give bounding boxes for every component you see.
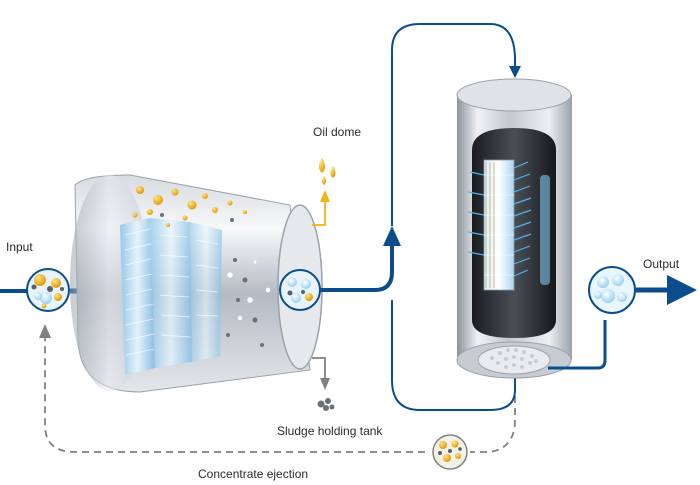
oil-dome-label: Oil dome [313,125,362,139]
membrane-feed-loop [391,23,516,226]
oil-dome-pipe [312,198,326,226]
sludge-pipe [312,357,326,382]
oil-droplets-icon [319,158,336,185]
concentrate-mixture-bubble [432,434,468,470]
input-label: Input [6,240,33,254]
sludge-tank-label: Sludge holding tank [277,424,383,438]
input-mixture-bubble [26,268,70,312]
concentrate-arrowhead [39,324,51,338]
concentrate-ejection-label: Concentrate ejection [198,467,309,481]
output-clean-water-bubble [588,266,636,314]
output-label: Output [643,257,680,271]
membrane-module [456,78,572,379]
drum-outlet-bubble [279,269,321,311]
coalescing-plate-pack [120,218,222,375]
concentrate-return-line [44,330,516,453]
membrane-recirc-loop [391,300,516,411]
separator-drum [70,174,323,393]
drum-to-membrane-line [320,240,394,292]
membrane-output-line [548,320,607,370]
sludge-particles-icon [317,398,335,411]
